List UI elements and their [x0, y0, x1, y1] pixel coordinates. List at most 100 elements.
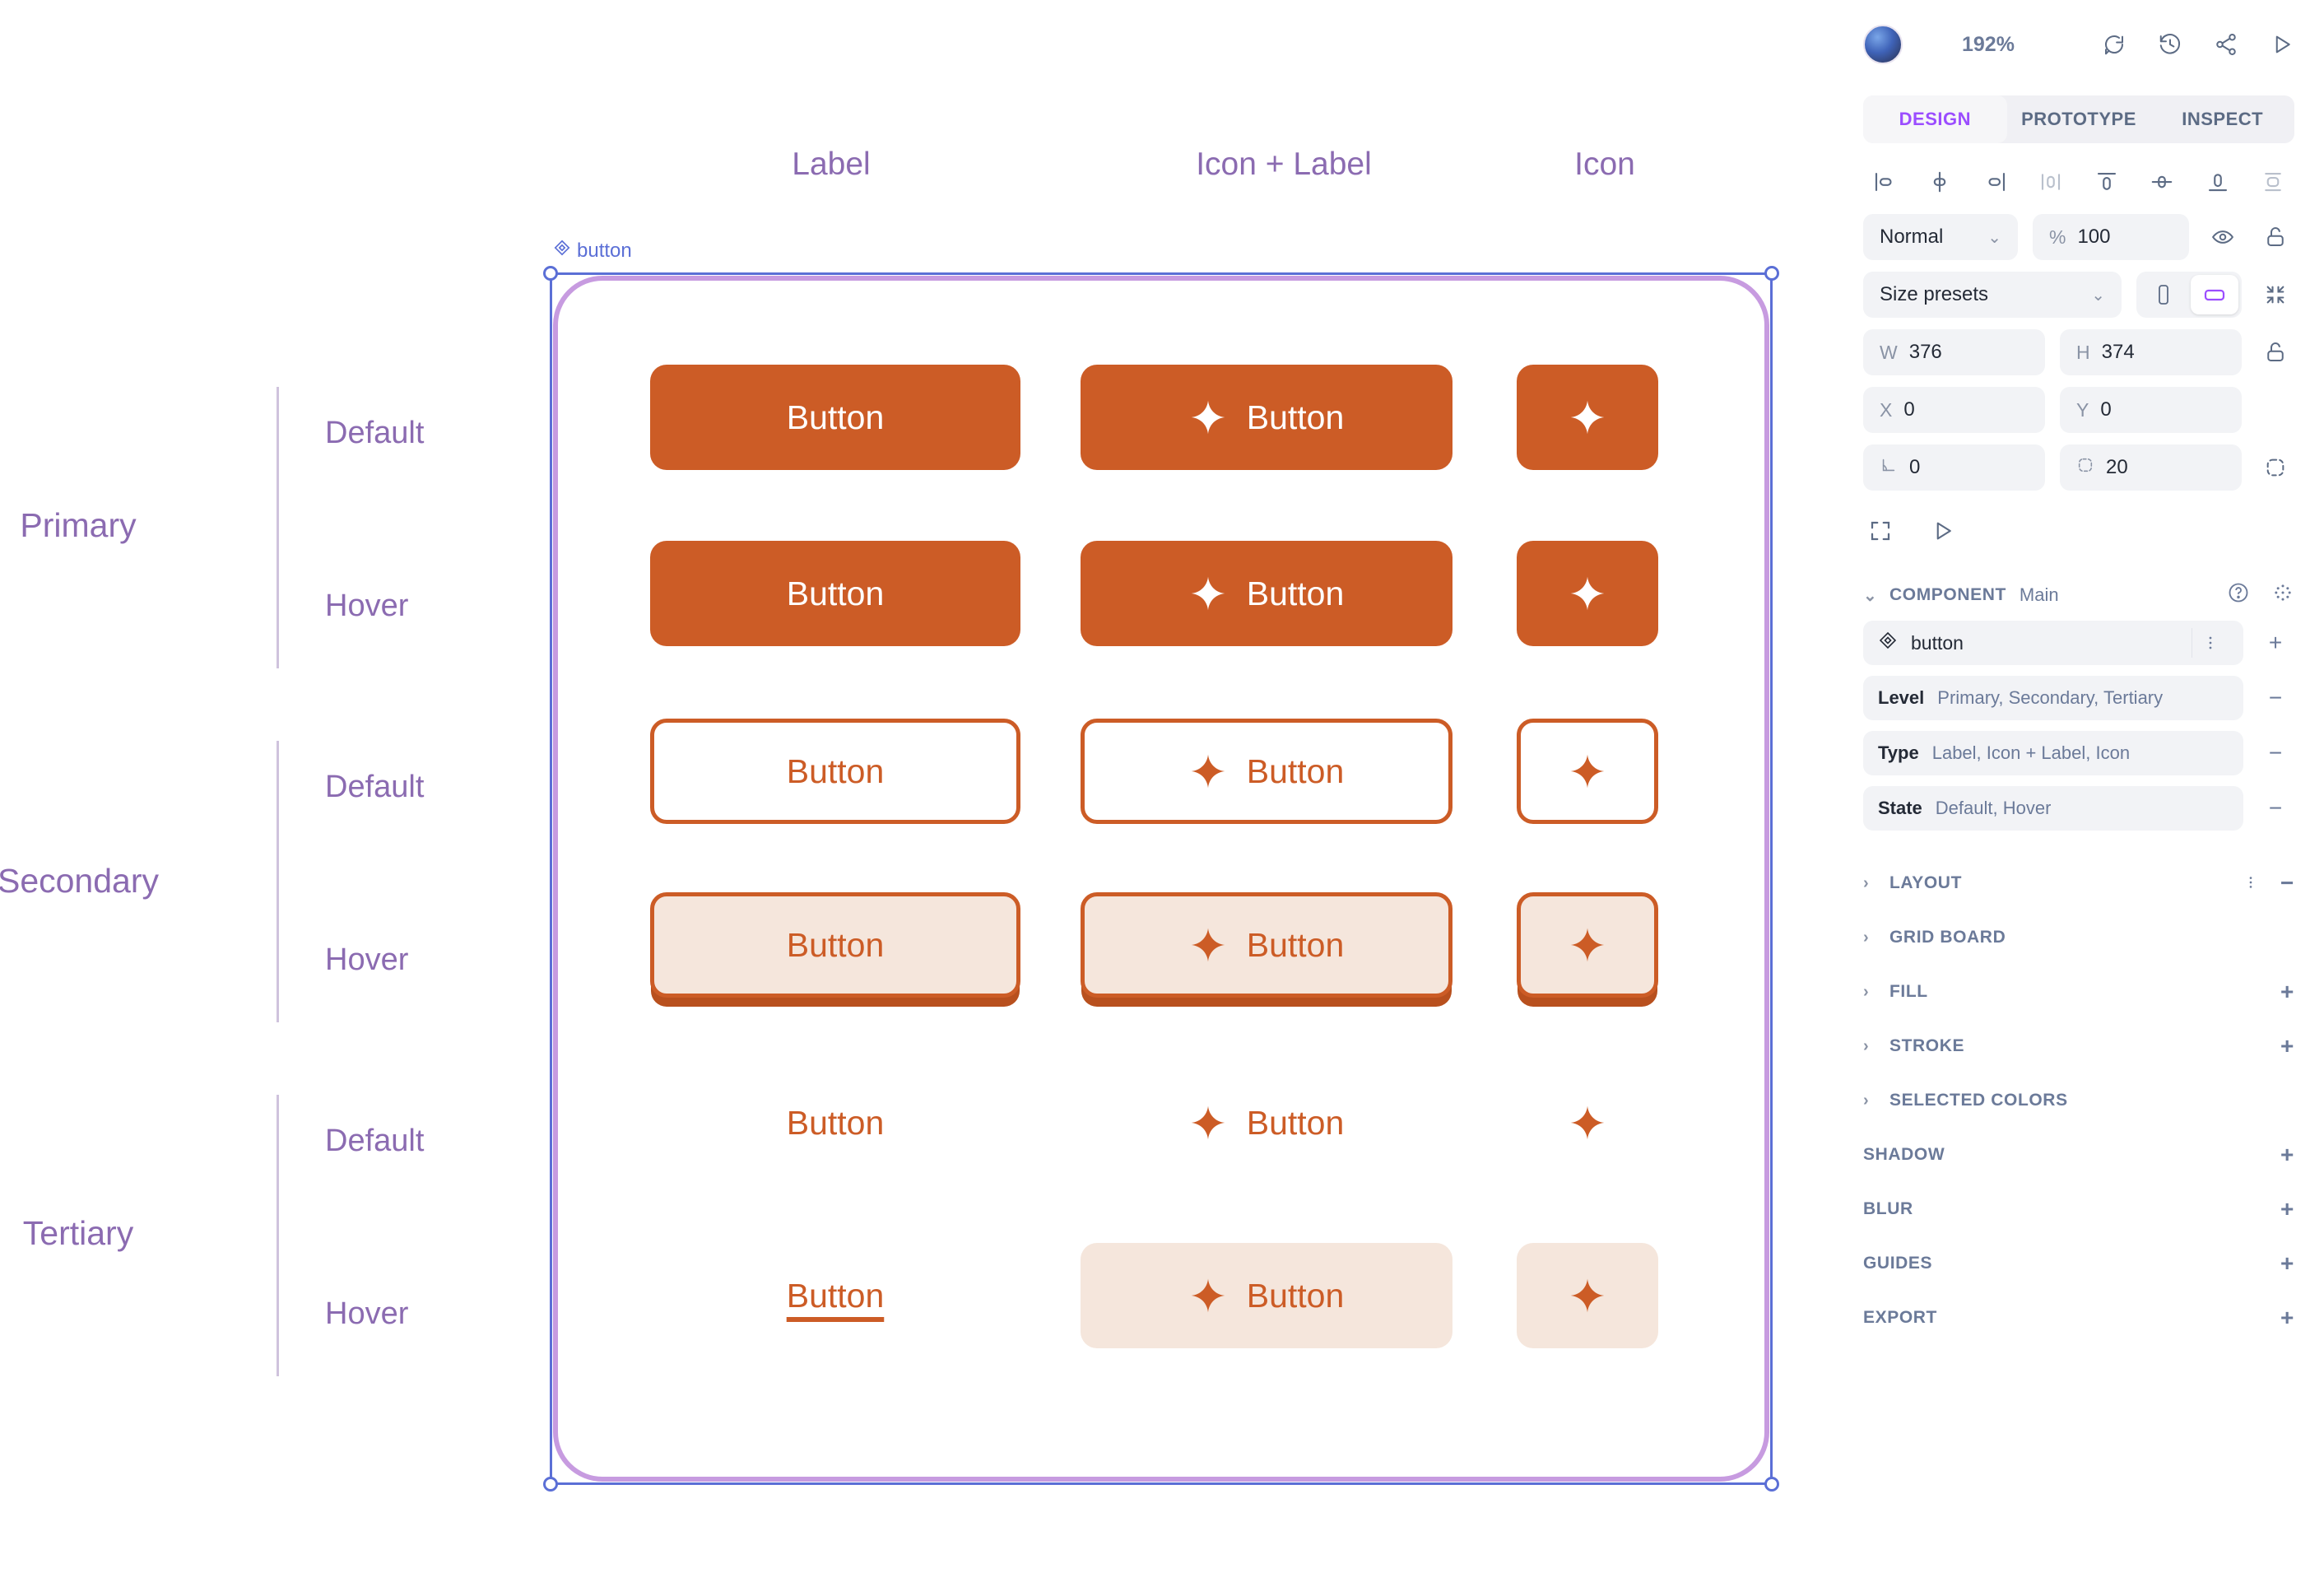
align-bottom-icon[interactable] [2200, 164, 2236, 200]
cell-secondary-default-icon [1517, 719, 1658, 824]
align-left-icon[interactable] [1866, 164, 1903, 200]
add-component-property-button[interactable]: + [2268, 630, 2283, 655]
visibility-eye-icon[interactable] [2204, 225, 2242, 249]
play-preview-icon[interactable] [1931, 519, 1955, 543]
tab-design[interactable]: DESIGN [1863, 95, 2007, 143]
button-tertiary-default-icon[interactable] [1517, 1070, 1658, 1175]
section-header-fill[interactable]: › FILL + [1863, 965, 2294, 1019]
height-field[interactable]: H 374 [2060, 329, 2242, 375]
variant-property-row-level: Level Primary, Secondary, Tertiary − [1863, 676, 2294, 720]
resize-handle-top-right[interactable] [1764, 266, 1779, 281]
zoom-level[interactable]: 192% [1962, 32, 2015, 56]
resize-handle-top-left[interactable] [543, 266, 558, 281]
add-stroke-button[interactable]: + [2280, 1033, 2294, 1059]
button-primary-default-icon[interactable] [1517, 365, 1658, 470]
button-tertiary-default-label[interactable]: Button [650, 1070, 1020, 1175]
add-export-button[interactable]: + [2280, 1305, 2294, 1330]
size-presets-select[interactable]: Size presets ⌄ [1863, 272, 2122, 318]
section-header-guides[interactable]: GUIDES + [1863, 1236, 2294, 1291]
section-header-shadow[interactable]: SHADOW + [1863, 1128, 2294, 1182]
corner-radius-field[interactable]: 20 [2060, 444, 2242, 491]
resize-handle-bottom-right[interactable] [1764, 1477, 1779, 1492]
section-header-component[interactable]: ⌄ COMPONENT Main [1863, 570, 2294, 621]
height-value: 374 [2101, 341, 2135, 363]
x-field[interactable]: X 0 [1863, 387, 2045, 433]
sparkle-icon [1191, 1278, 1225, 1313]
fit-content-icon[interactable] [1868, 519, 1893, 543]
remove-type-property-button[interactable]: − [2268, 740, 2283, 766]
component-diamond-icon [1878, 631, 1898, 655]
sparkle-icon [1570, 576, 1605, 611]
component-more-icon[interactable] [2192, 634, 2229, 652]
section-header-selected-colors[interactable]: › SELECTED COLORS [1863, 1073, 2294, 1128]
distribute-vertical-icon[interactable] [2255, 164, 2291, 200]
variant-property-type[interactable]: Type Label, Icon + Label, Icon [1863, 731, 2243, 775]
play-icon[interactable] [2270, 32, 2294, 57]
section-header-blur[interactable]: BLUR + [1863, 1182, 2294, 1236]
remove-level-property-button[interactable]: − [2268, 685, 2283, 710]
variant-property-state[interactable]: State Default, Hover [1863, 786, 2243, 831]
comment-icon[interactable] [2102, 32, 2126, 57]
button-secondary-hover-icon[interactable] [1517, 892, 1658, 998]
remove-state-property-button[interactable]: − [2268, 795, 2283, 821]
design-canvas[interactable]: Label Icon + Label Icon Primary Secondar… [0, 0, 1834, 1587]
opacity-unit: % [2049, 226, 2066, 248]
orientation-portrait-button[interactable] [2140, 275, 2187, 314]
unlock-icon[interactable] [2257, 225, 2294, 249]
button-tertiary-default-icon-label[interactable]: Button [1081, 1070, 1452, 1175]
independent-corners-icon[interactable] [2257, 456, 2294, 479]
share-icon[interactable] [2214, 32, 2238, 57]
frame-label[interactable]: button [553, 239, 632, 263]
avatar[interactable] [1863, 25, 1903, 64]
add-blur-button[interactable]: + [2280, 1196, 2294, 1222]
resize-handle-bottom-left[interactable] [543, 1477, 558, 1492]
tab-prototype[interactable]: PROTOTYPE [2021, 109, 2136, 129]
section-header-export[interactable]: EXPORT + [1863, 1291, 2294, 1345]
distribute-horizontal-icon[interactable] [2033, 164, 2069, 200]
align-top-icon[interactable] [2089, 164, 2125, 200]
collapse-fit-icon[interactable] [2257, 283, 2294, 306]
button-primary-hover-label[interactable]: Button [650, 541, 1020, 646]
align-right-icon[interactable] [1978, 164, 2014, 200]
button-tertiary-hover-label[interactable]: Button [650, 1243, 1020, 1348]
width-value: 376 [1908, 341, 1942, 363]
button-primary-hover-icon-label[interactable]: Button [1081, 541, 1452, 646]
section-title-component: COMPONENT [1889, 585, 2006, 604]
orientation-landscape-button[interactable] [2191, 275, 2238, 314]
layout-more-icon[interactable] [2243, 872, 2259, 895]
variant-property-level[interactable]: Level Primary, Secondary, Tertiary [1863, 676, 2243, 720]
button-secondary-default-icon-label[interactable]: Button [1081, 719, 1452, 824]
history-icon[interactable] [2158, 32, 2182, 57]
section-header-grid-board[interactable]: › GRID BOARD [1863, 910, 2294, 965]
button-secondary-hover-label[interactable]: Button [650, 892, 1020, 998]
component-name-chip[interactable]: button [1863, 621, 2243, 665]
remove-layout-button[interactable]: − [2280, 870, 2294, 896]
blend-mode-select[interactable]: Normal ⌄ [1863, 214, 2018, 260]
component-settings-icon[interactable] [2271, 581, 2294, 609]
button-secondary-hover-icon-label[interactable]: Button [1081, 892, 1452, 998]
add-shadow-button[interactable]: + [2280, 1142, 2294, 1167]
button-secondary-default-label[interactable]: Button [650, 719, 1020, 824]
rotation-field[interactable]: 0 [1863, 444, 2045, 491]
align-horizontal-center-icon[interactable] [1922, 164, 1958, 200]
add-fill-button[interactable]: + [2280, 979, 2294, 1004]
aspect-ratio-lock-icon[interactable] [2257, 340, 2294, 365]
y-field[interactable]: Y 0 [2060, 387, 2242, 433]
variant-property-row-type: Type Label, Icon + Label, Icon − [1863, 731, 2294, 775]
section-header-layout[interactable]: › LAYOUT − [1863, 856, 2294, 910]
tab-inspect[interactable]: INSPECT [2182, 109, 2264, 129]
align-vertical-center-icon[interactable] [2144, 164, 2180, 200]
section-header-stroke[interactable]: › STROKE + [1863, 1019, 2294, 1073]
cell-primary-hover-icon [1517, 541, 1658, 646]
add-guide-button[interactable]: + [2280, 1250, 2294, 1276]
help-icon[interactable] [2227, 581, 2250, 609]
button-secondary-default-icon[interactable] [1517, 719, 1658, 824]
button-primary-hover-icon[interactable] [1517, 541, 1658, 646]
button-primary-default-icon-label[interactable]: Button [1081, 365, 1452, 470]
opacity-field[interactable]: % 100 [2033, 214, 2189, 260]
width-field[interactable]: W 376 [1863, 329, 2045, 375]
button-primary-default-label[interactable]: Button [650, 365, 1020, 470]
button-tertiary-hover-icon-label[interactable]: Button [1081, 1243, 1452, 1348]
button-tertiary-hover-icon[interactable] [1517, 1243, 1658, 1348]
state-label-primary-hover: Hover [325, 589, 409, 623]
